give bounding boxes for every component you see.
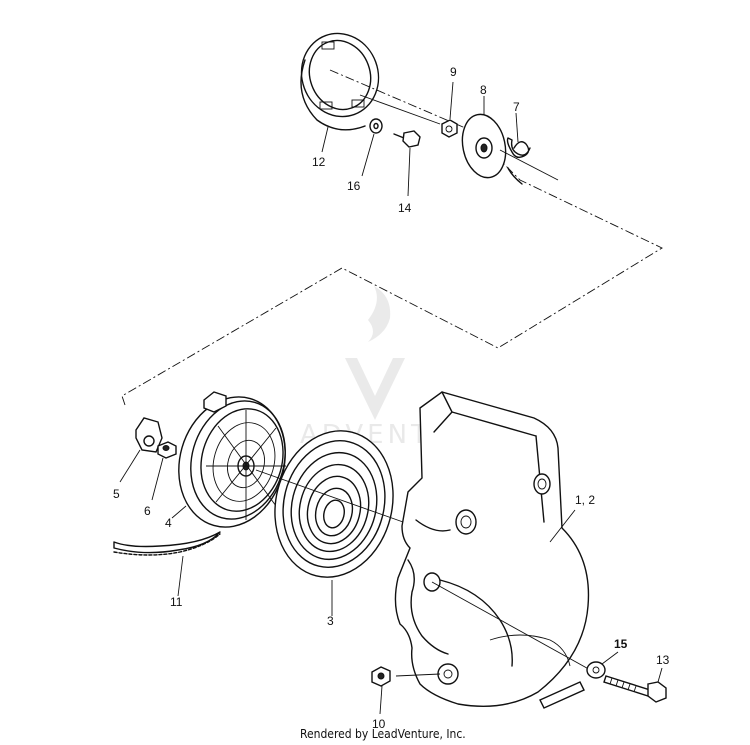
callout-14: 14 [398, 201, 412, 215]
callout-3: 3 [327, 614, 334, 628]
footer-credit: Rendered by LeadVenture, Inc. [300, 727, 466, 741]
part-10-nut [371, 666, 391, 715]
callout-15: 15 [614, 637, 628, 651]
callout-1-2: 1, 2 [575, 493, 595, 507]
callout-7: 7 [513, 100, 520, 114]
callout-labels: 9 8 7 12 16 14 5 6 4 1, 2 11 3 15 13 10 [113, 65, 670, 731]
callout-6: 6 [144, 504, 151, 518]
callout-12: 12 [312, 155, 326, 169]
part-15-washer-strip [539, 651, 619, 709]
part-7-spring-clip [506, 112, 531, 185]
part-12-ring-housing [300, 32, 380, 153]
callout-10: 10 [372, 717, 386, 731]
part-14-bolt [393, 130, 421, 197]
part-4-reel [171, 391, 286, 528]
callout-13: 13 [656, 653, 670, 667]
callout-5: 5 [113, 487, 120, 501]
part-8-pulley [461, 96, 507, 179]
callout-4: 4 [165, 516, 172, 530]
part-13-bolt [603, 667, 667, 703]
part-6-pin [151, 441, 177, 501]
part-9-nut [441, 81, 458, 138]
part-5-ratchet [119, 417, 163, 483]
callout-8: 8 [480, 83, 487, 97]
alignment-frame [121, 69, 663, 406]
part-11-rope [113, 531, 221, 597]
callout-16: 16 [347, 179, 361, 193]
part-1-2-starter-case [394, 391, 590, 707]
part-3-recoil-spring [274, 430, 394, 616]
part-16-washer [361, 118, 383, 177]
callout-11: 11 [170, 595, 183, 609]
callout-9: 9 [450, 65, 457, 79]
